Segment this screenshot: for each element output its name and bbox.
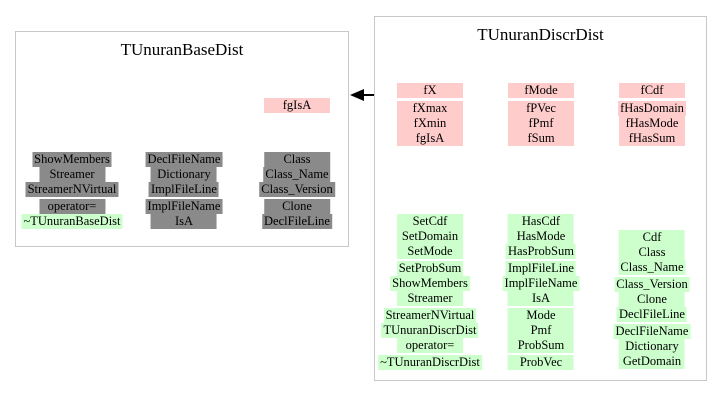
method-cell[interactable]: Class_Name xyxy=(618,260,686,275)
method-cell[interactable]: ImplFileName xyxy=(502,276,580,291)
method-cell[interactable]: Class_Version xyxy=(614,277,690,292)
data-member-cell[interactable]: fHasSum xyxy=(619,131,685,146)
class-title-tunurandiscrdist[interactable]: TUnuranDiscrDist xyxy=(477,25,604,44)
arrowhead-icon xyxy=(350,89,364,101)
data-member-cell[interactable]: fMode xyxy=(508,83,574,98)
method-group: ImplFileLine ImplFileName IsA xyxy=(502,261,580,306)
method-cell[interactable]: Dictionary xyxy=(151,167,217,182)
data-member-group: fXmax fXmin fgIsA xyxy=(397,101,463,146)
method-cell[interactable]: operator= xyxy=(397,338,463,353)
method-cell[interactable]: Class xyxy=(618,245,685,260)
method-cell[interactable]: Mode xyxy=(508,308,574,323)
method-cell[interactable]: SetMode xyxy=(397,244,463,259)
method-cell[interactable]: SetProbSum xyxy=(396,261,464,276)
data-member-cell[interactable]: fHasMode xyxy=(619,116,685,131)
method-group: ProbVec xyxy=(503,355,580,370)
data-member-column: fX fXmax fXmin fgIsA xyxy=(397,83,463,148)
method-column: SetCdf SetDomain SetMode SetProbSum Show… xyxy=(378,214,482,372)
method-group: HasCdf HasMode HasProbSum xyxy=(503,214,580,259)
arrow-shaft xyxy=(361,94,375,96)
method-group: DeclFileName Dictionary GetDomain xyxy=(613,324,691,369)
class-box-tunurandiscrdist: TUnuranDiscrDist fX fXmax fXmin fgIsA fM… xyxy=(374,16,707,381)
inheritance-arrow-icon xyxy=(349,89,375,101)
method-cell[interactable]: Dictionary xyxy=(618,339,685,354)
method-cell[interactable]: SetDomain xyxy=(397,229,463,244)
data-member-group: fPVec fPmf fSum xyxy=(508,101,574,146)
data-member-cell[interactable]: fSum xyxy=(508,131,574,146)
method-cell[interactable]: Clone xyxy=(618,292,685,307)
method-column: HasCdf HasMode HasProbSum ImplFileLine I… xyxy=(502,214,580,372)
method-cell[interactable]: ProbSum xyxy=(508,338,574,353)
method-column: Class Class_Name Class_Version Clone Dec… xyxy=(259,152,335,231)
method-group: Class Class_Name Class_Version xyxy=(259,152,335,197)
method-cell[interactable]: TUnuranDiscrDist xyxy=(381,323,479,338)
method-cell[interactable]: ShowMembers xyxy=(390,276,470,291)
method-column: Cdf Class Class_Name Class_Version Clone… xyxy=(613,230,691,371)
method-cell[interactable]: Streamer xyxy=(397,291,463,306)
method-cell[interactable]: DeclFileName xyxy=(613,324,691,339)
class-title-tunuranbasedist[interactable]: TUnuranBaseDist xyxy=(120,40,244,59)
method-cell[interactable]: StreamerNVirtual xyxy=(383,308,477,323)
method-group: ShowMembers Streamer StreamerNVirtual xyxy=(21,152,122,197)
data-member-cell[interactable]: fX xyxy=(397,83,463,98)
method-cell[interactable]: Pmf xyxy=(508,323,574,338)
method-cell[interactable]: ShowMembers xyxy=(32,152,112,167)
method-group: Class_Version Clone DeclFileLine xyxy=(614,277,691,322)
method-group: StreamerNVirtual TUnuranDiscrDist operat… xyxy=(378,308,482,353)
method-cell[interactable]: DeclFileLine xyxy=(262,214,332,229)
method-cell[interactable]: ~TUnuranBaseDist xyxy=(21,214,123,229)
method-cell[interactable]: Class_Name xyxy=(263,167,331,182)
method-group: SetProbSum ShowMembers Streamer xyxy=(378,261,482,306)
method-cell[interactable]: Cdf xyxy=(618,230,685,245)
method-cell[interactable]: DeclFileLine xyxy=(617,307,687,322)
method-column: ShowMembers Streamer StreamerNVirtual op… xyxy=(21,152,123,231)
method-cell[interactable]: ~TUnuranDiscrDist xyxy=(378,355,482,370)
method-cell[interactable]: HasMode xyxy=(508,229,574,244)
method-cell[interactable]: ImplFileLine xyxy=(149,182,219,197)
method-cell[interactable]: operator= xyxy=(39,199,105,214)
method-group: SetCdf SetDomain SetMode xyxy=(378,214,482,259)
data-member-cell[interactable]: fHasDomain xyxy=(618,101,686,116)
method-cell[interactable]: GetDomain xyxy=(618,354,685,369)
method-group: Mode Pmf ProbSum xyxy=(503,308,580,353)
data-member-cell[interactable]: fgIsA xyxy=(397,131,463,146)
method-cell[interactable]: Class xyxy=(264,152,330,167)
data-member-cell[interactable]: fPVec xyxy=(508,101,574,116)
method-group: Clone DeclFileLine xyxy=(259,199,335,229)
method-cell[interactable]: IsA xyxy=(151,214,217,229)
method-cell[interactable]: SetCdf xyxy=(397,214,463,229)
method-group: ~TUnuranDiscrDist xyxy=(378,355,482,370)
method-cell[interactable]: Clone xyxy=(264,199,330,214)
data-member-column: fCdf fHasDomain fHasMode fHasSum xyxy=(618,83,686,148)
data-member-cell[interactable]: fPmf xyxy=(508,116,574,131)
method-cell[interactable]: Class_Version xyxy=(259,182,335,197)
method-cell[interactable]: DeclFileName xyxy=(145,152,223,167)
method-cell[interactable]: IsA xyxy=(508,291,574,306)
data-member-cell[interactable]: fXmax xyxy=(397,101,463,116)
method-cell[interactable]: HasCdf xyxy=(508,214,574,229)
data-member-cell[interactable]: fCdf xyxy=(619,83,685,98)
method-cell[interactable]: ImplFileName xyxy=(145,199,223,214)
method-column: DeclFileName Dictionary ImplFileLine Imp… xyxy=(145,152,223,231)
method-cell[interactable]: Streamer xyxy=(39,167,105,182)
class-box-tunuranbasedist: TUnuranBaseDist fgIsA ShowMembers Stream… xyxy=(15,31,349,247)
method-group: DeclFileName Dictionary ImplFileLine xyxy=(145,152,223,197)
data-member-column: fgIsA xyxy=(264,98,330,113)
method-cell[interactable]: HasProbSum xyxy=(506,244,576,259)
data-member-cell[interactable]: fgIsA xyxy=(264,98,330,113)
method-group: ImplFileName IsA xyxy=(145,199,223,229)
method-group: operator= ~TUnuranBaseDist xyxy=(21,199,123,229)
method-cell[interactable]: StreamerNVirtual xyxy=(25,182,119,197)
data-member-group: fHasDomain fHasMode fHasSum xyxy=(618,101,686,146)
method-group: Cdf Class Class_Name xyxy=(614,230,691,275)
data-member-cell[interactable]: fXmin xyxy=(397,116,463,131)
data-member-column: fMode fPVec fPmf fSum xyxy=(508,83,574,148)
method-cell[interactable]: ProbVec xyxy=(508,355,574,370)
method-cell[interactable]: ImplFileLine xyxy=(506,261,576,276)
